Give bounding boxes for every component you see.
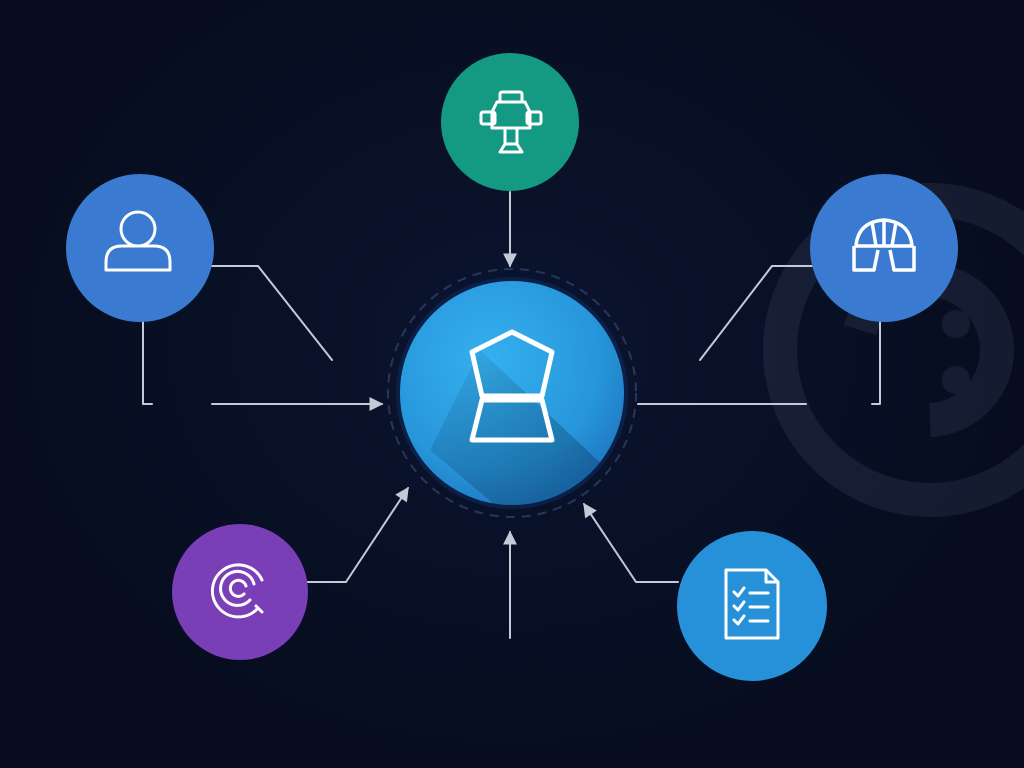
- connector-bottom-right: [583, 502, 679, 583]
- connector-right-vertical: [871, 321, 881, 405]
- node-top[interactable]: [441, 53, 579, 191]
- connector-right-elbow: [699, 265, 813, 361]
- node-right[interactable]: [810, 174, 958, 322]
- hub-node[interactable]: [387, 268, 640, 560]
- connector-left-vertical: [142, 321, 153, 405]
- spiral-target-icon: [210, 563, 264, 619]
- node-bottom-right[interactable]: [677, 531, 827, 681]
- robot-icon: [479, 90, 543, 154]
- user-icon: [104, 210, 172, 272]
- node-left[interactable]: [66, 174, 214, 322]
- umbrella-shelter-icon: [852, 218, 916, 272]
- pentagon-shield-icon: [469, 329, 555, 443]
- connector-bottom-left: [305, 486, 409, 583]
- node-bottom-left[interactable]: [172, 524, 308, 660]
- checklist-document-icon: [724, 568, 780, 640]
- connector-left-elbow: [211, 265, 333, 361]
